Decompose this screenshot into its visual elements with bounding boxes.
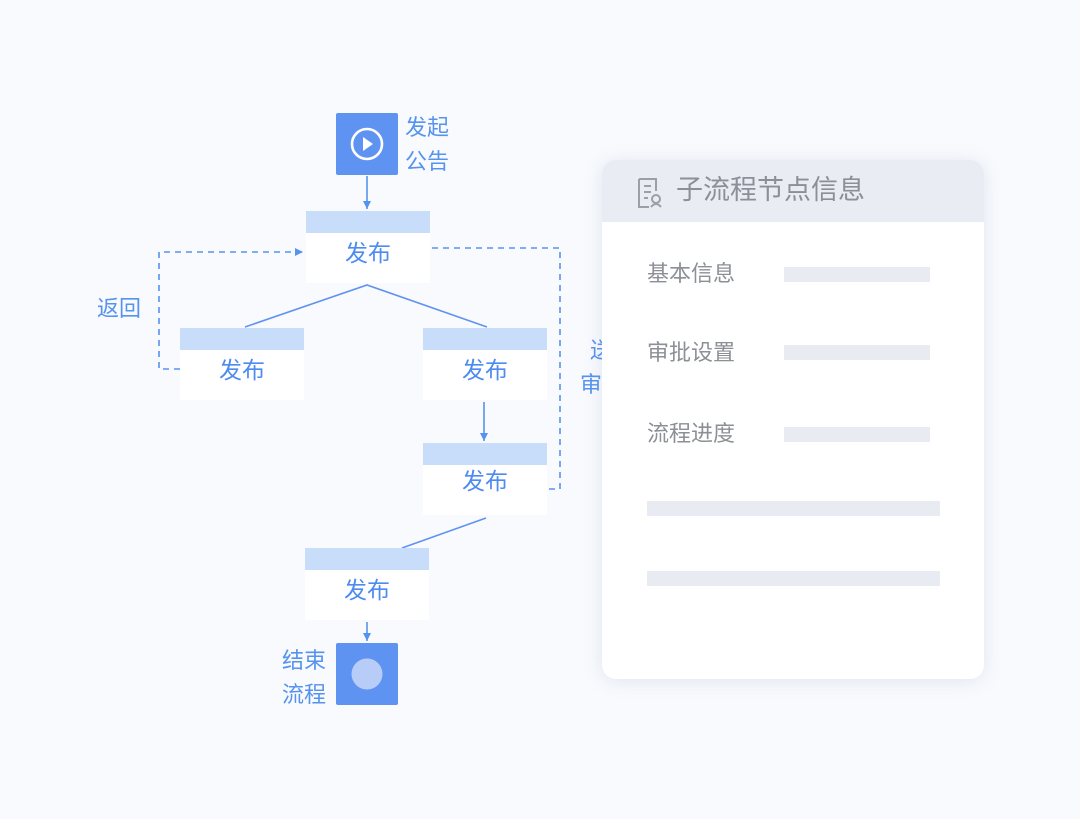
panel-row-approval-settings: 审批设置: [647, 341, 736, 366]
connector-node4-to-node5: [401, 517, 487, 549]
start-label-line2: 公告: [405, 150, 450, 175]
subprocess-info-panel: 子流程节点信息 基本信息 审批设置 流程进度: [602, 160, 984, 679]
start-label: 发起 公告: [405, 112, 449, 180]
node-cap: [305, 548, 429, 570]
right-loop-line: [432, 247, 561, 490]
start-node[interactable]: [336, 113, 398, 175]
panel-placeholder-bar: [647, 571, 940, 586]
panel-row-basic-info: 基本信息: [647, 262, 736, 287]
node-cap: [423, 443, 547, 465]
return-loop-line: [158, 248, 303, 370]
start-label-line1: 发起: [405, 116, 450, 141]
right-loop-label-line2: 审: [580, 373, 603, 398]
flow-node-publish-2[interactable]: 发布: [180, 328, 304, 400]
panel-row-bar: [784, 345, 930, 360]
node-label: 发布: [462, 469, 508, 495]
end-label-line2: 流程: [282, 683, 327, 708]
node-label: 发布: [219, 358, 265, 384]
end-label-line1: 结束: [282, 649, 327, 674]
play-circle-icon: [350, 127, 384, 161]
flow-node-publish-4[interactable]: 发布: [423, 443, 547, 515]
flow-node-publish-5[interactable]: 发布: [305, 548, 429, 620]
panel-header: 子流程节点信息: [602, 160, 984, 222]
end-node[interactable]: [336, 643, 398, 705]
node-cap: [423, 328, 547, 350]
end-label: 结束 流程: [282, 645, 326, 713]
panel-row-bar: [784, 267, 930, 282]
node-label: 发布: [344, 578, 390, 604]
flow-node-publish-1[interactable]: 发布: [306, 211, 430, 283]
panel-row-bar: [784, 427, 930, 442]
document-icon: [638, 178, 662, 208]
stop-circle-icon: [351, 658, 383, 690]
panel-placeholder-bar: [647, 501, 940, 516]
node-label: 发布: [462, 358, 508, 384]
flow-node-publish-3[interactable]: 发布: [423, 328, 547, 400]
return-label: 返回: [97, 297, 142, 322]
node-cap: [180, 328, 304, 350]
panel-title: 子流程节点信息: [676, 175, 865, 206]
panel-row-process-progress: 流程进度: [647, 422, 736, 447]
connector-split: [244, 284, 488, 328]
node-cap: [306, 211, 430, 233]
node-label: 发布: [345, 241, 391, 267]
